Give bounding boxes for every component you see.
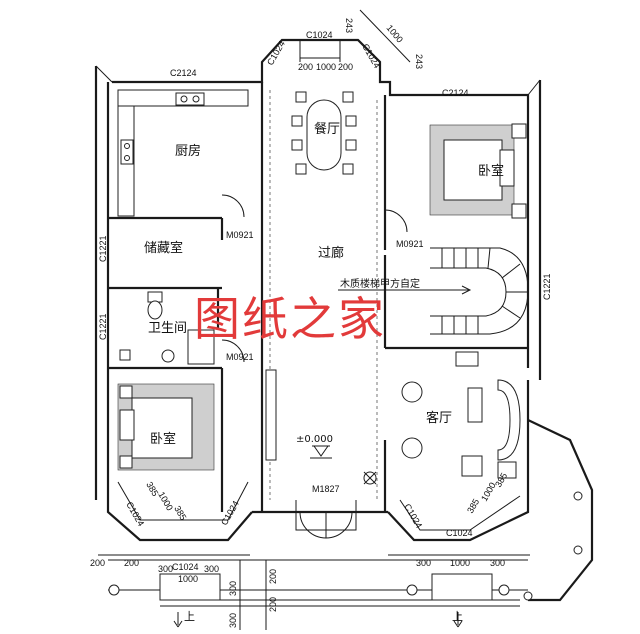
right-bed xyxy=(429,123,527,219)
front-terrace xyxy=(108,559,528,628)
window-right-bay-left: C1024 xyxy=(402,502,424,530)
dim-300-f: 300 xyxy=(490,558,505,568)
dim-243-b: 243 xyxy=(414,54,424,69)
plant-icon xyxy=(363,471,377,485)
right-door xyxy=(384,209,408,233)
interior-walls xyxy=(108,82,528,512)
room-corridor: 过廊 xyxy=(318,245,344,261)
door-label-right: M0921 xyxy=(396,239,424,249)
room-bedroom-left: 卧室 xyxy=(150,431,176,447)
dim-200-left-a: 200 xyxy=(90,558,105,568)
door-label-kitchen: M0921 xyxy=(226,230,254,240)
window-left-upper: C1221 xyxy=(98,235,108,262)
window-bottom-front: C1024 xyxy=(172,562,199,572)
dim-300-d: 300 xyxy=(228,613,238,628)
dim-385-b: 385 xyxy=(172,504,188,522)
room-bathroom: 卫生间 xyxy=(148,321,187,336)
window-left-lower: C1221 xyxy=(98,313,108,340)
kitchen-fixtures xyxy=(117,89,249,217)
entrance-mark-left: 上 xyxy=(184,610,195,623)
dim-200-a: 200 xyxy=(298,62,313,72)
window-bay-top-left: C1024 xyxy=(265,39,287,67)
dining-table xyxy=(291,91,357,175)
kitchen-door xyxy=(221,194,245,218)
dim-200-left-b: 200 xyxy=(124,558,139,568)
room-living: 客厅 xyxy=(426,410,452,426)
door-label-entrance: M1827 xyxy=(312,484,340,494)
window-bay-top-center: C1024 xyxy=(306,30,333,40)
entrance-mark-right: 上 xyxy=(452,610,463,623)
door-label-bathroom: M0921 xyxy=(226,352,254,362)
dim-1000-e: 1000 xyxy=(178,574,198,584)
elevation-label: ±0.000 xyxy=(296,434,333,445)
window-top-right: C2124 xyxy=(442,88,469,98)
entrance-door xyxy=(295,500,357,539)
watermark-text: 图纸之家 xyxy=(194,292,386,346)
room-bedroom-right: 卧室 xyxy=(478,163,504,179)
cabinet xyxy=(265,369,277,461)
stair-note: 木质楼梯甲方自定 xyxy=(340,277,420,290)
dim-1000-c: 1000 xyxy=(156,490,175,512)
dim-300-b: 300 xyxy=(204,564,219,574)
staircase xyxy=(338,247,529,335)
left-bed xyxy=(117,383,215,471)
dimension-lines xyxy=(98,9,530,630)
window-left-bay-left: C1024 xyxy=(124,500,146,528)
elevation-mark xyxy=(310,445,332,459)
bathroom-fixtures xyxy=(119,291,215,365)
dim-385-c: 385 xyxy=(465,497,481,515)
dim-200-d: 200 xyxy=(268,597,278,612)
dim-1000-a: 1000 xyxy=(316,62,336,72)
living-furniture xyxy=(401,351,521,479)
dim-1000-f: 1000 xyxy=(450,558,470,568)
window-right-wall: C1221 xyxy=(542,273,552,300)
room-kitchen: 厨房 xyxy=(175,143,201,159)
dim-300-c: 300 xyxy=(228,581,238,596)
room-dining: 餐厅 xyxy=(314,121,340,137)
window-bay-top-right: C1024 xyxy=(360,42,382,70)
dim-1000-b: 1000 xyxy=(384,23,405,45)
room-storage: 储藏室 xyxy=(144,240,183,256)
dim-200-c: 200 xyxy=(268,569,278,584)
dim-243-a: 243 xyxy=(344,18,354,33)
window-right-bay-bottom: C1024 xyxy=(446,528,473,538)
dim-200-b: 200 xyxy=(338,62,353,72)
right-bay-balcony xyxy=(399,419,594,602)
left-bay-window xyxy=(117,481,249,521)
dim-300-a: 300 xyxy=(158,564,173,574)
dim-300-e: 300 xyxy=(416,558,431,568)
bathroom-door xyxy=(221,339,245,363)
window-top-left: C2124 xyxy=(170,68,197,78)
